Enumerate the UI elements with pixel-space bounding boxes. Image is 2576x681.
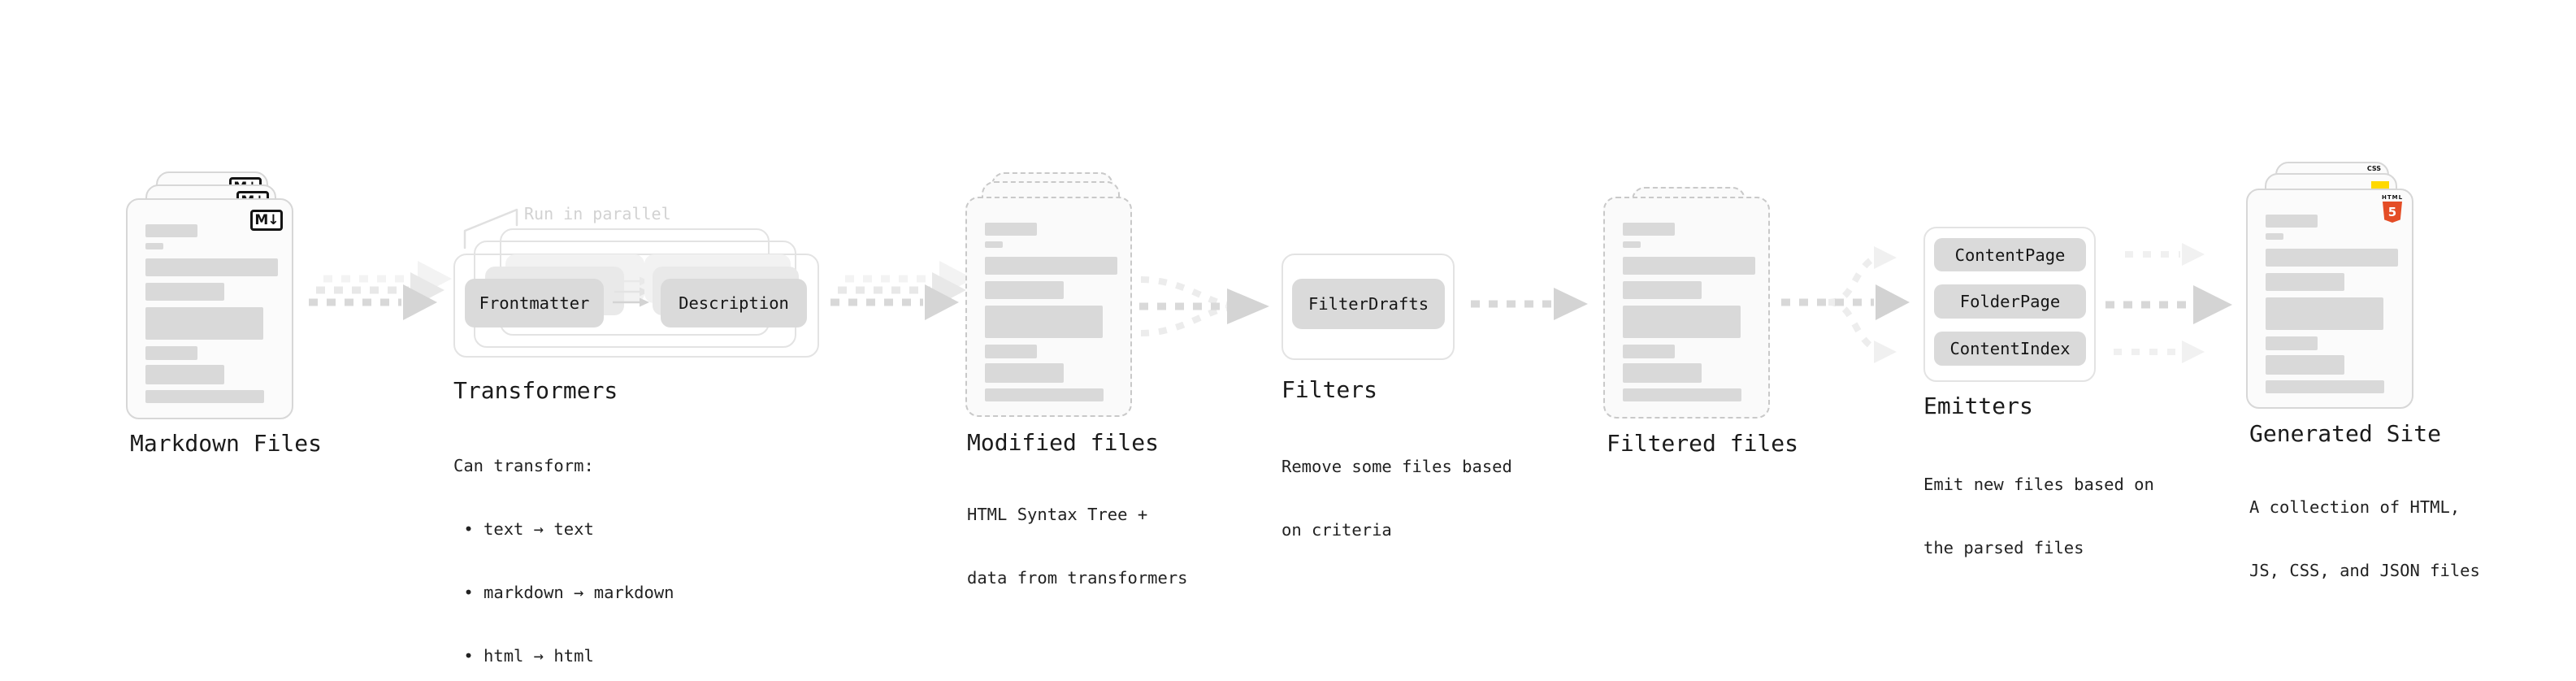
skeleton-text-bar [985, 241, 1003, 248]
skeleton-text-bar [145, 346, 197, 360]
skeleton-text-bar [2266, 355, 2344, 375]
skeleton-text-bar [2266, 215, 2318, 228]
description-line: JS, CSS, and JSON files [2249, 561, 2480, 580]
skeleton-text-bar [1623, 388, 1741, 401]
skeleton-text-bar [145, 243, 163, 249]
description-line: the parsed files [1923, 538, 2084, 557]
skeleton-text-bar [2266, 249, 2398, 267]
description-line: Remove some files based [1281, 457, 1512, 476]
filter-box: FilterDrafts [1292, 279, 1445, 329]
skeleton-text-bar [2266, 380, 2384, 393]
skeleton-text-bar [985, 388, 1104, 401]
description-line: • markdown → markdown [453, 583, 674, 602]
section-label-generated-site: Generated Site [2249, 420, 2442, 447]
flow-arrow-triple-icon [2105, 243, 2232, 363]
html5-icon-shield: 5 [2383, 202, 2402, 223]
skeleton-text-bar [985, 223, 1037, 236]
parallel-note: Run in parallel [524, 204, 671, 223]
skeleton-text-bar [1623, 306, 1741, 338]
skeleton-text-bar [2266, 336, 2318, 350]
flow-arrow-right-icon [309, 261, 452, 320]
description-line: • text → text [453, 519, 594, 539]
skeleton-text-bar [145, 365, 224, 384]
skeleton-text-bar [985, 281, 1064, 299]
flow-arrow-right-icon [1471, 288, 1588, 320]
html5-icon-number: 5 [2387, 205, 2397, 219]
description-line: • html → html [453, 646, 594, 666]
section-description: Emit new files based on the parsed files [1923, 432, 2154, 601]
flow-arrow-right-icon [830, 261, 974, 320]
description-line: Can transform: [453, 456, 594, 475]
generated-file-card-html: HTML 5 [2246, 189, 2413, 409]
section-label-modified-files: Modified files [967, 429, 1160, 456]
section-label-filtered-files: Filtered files [1607, 430, 1799, 457]
skeleton-text-bar [145, 390, 264, 403]
skeleton-text-bar [985, 306, 1103, 338]
html5-icon-word: HTML [2381, 194, 2404, 201]
emitter-box: ContentPage [1934, 238, 2086, 271]
skeleton-text-bar [2266, 297, 2383, 330]
transformer-output-box: Description [661, 279, 807, 327]
skeleton-text-bar [1623, 241, 1641, 248]
skeleton-text-bar [985, 257, 1117, 275]
skeleton-text-bar [985, 345, 1037, 358]
section-description: Can transform: • text → text • markdown … [453, 413, 674, 681]
html5-icon: HTML 5 [2382, 194, 2403, 223]
flow-arrow-split-icon [1781, 246, 1910, 363]
callout-line [463, 208, 518, 249]
js-icon [2371, 181, 2389, 189]
description-line: on criteria [1281, 520, 1392, 540]
section-label-emitters: Emitters [1923, 393, 2033, 419]
section-description: A collection of HTML, JS, CSS, and JSON … [2249, 454, 2480, 623]
section-label-transformers: Transformers [453, 377, 618, 404]
section-label-filters: Filters [1281, 376, 1378, 403]
description-line: HTML Syntax Tree + [967, 505, 1148, 524]
markdown-icon: M↓ [250, 210, 283, 231]
description-line: Emit new files based on [1923, 475, 2154, 494]
skeleton-text-bar [1623, 281, 1702, 299]
skeleton-text-bar [2266, 273, 2344, 291]
skeleton-text-bar [2266, 233, 2283, 240]
modified-file-card [965, 197, 1132, 417]
section-description: Remove some files based on criteria [1281, 414, 1512, 583]
markdown-icon-text: M↓ [254, 212, 279, 228]
css-icon-text: CSS [2366, 165, 2381, 172]
skeleton-text-bar [985, 363, 1064, 383]
section-label-markdown-files: Markdown Files [130, 430, 323, 457]
markdown-file-card: M↓ [126, 198, 293, 419]
flow-arrow-merge-icon [1139, 276, 1269, 336]
skeleton-text-bar [145, 283, 224, 301]
emitter-box: FolderPage [1934, 284, 2086, 319]
small-arrow-right-icon [613, 297, 649, 307]
skeleton-text-bar [1623, 345, 1675, 358]
skeleton-text-bar [1623, 257, 1755, 275]
skeleton-text-bar [145, 307, 263, 340]
description-line: A collection of HTML, [2249, 497, 2461, 517]
transformer-input-box: Frontmatter [465, 279, 604, 327]
section-description: HTML Syntax Tree + data from transformer… [967, 462, 1188, 631]
skeleton-text-bar [1623, 363, 1702, 383]
skeleton-text-bar [1623, 223, 1675, 236]
description-line: data from transformers [967, 568, 1188, 588]
emitter-box: ContentIndex [1934, 332, 2086, 366]
filtered-file-card [1603, 197, 1770, 419]
skeleton-text-bar [145, 258, 278, 276]
skeleton-text-bar [145, 224, 197, 237]
